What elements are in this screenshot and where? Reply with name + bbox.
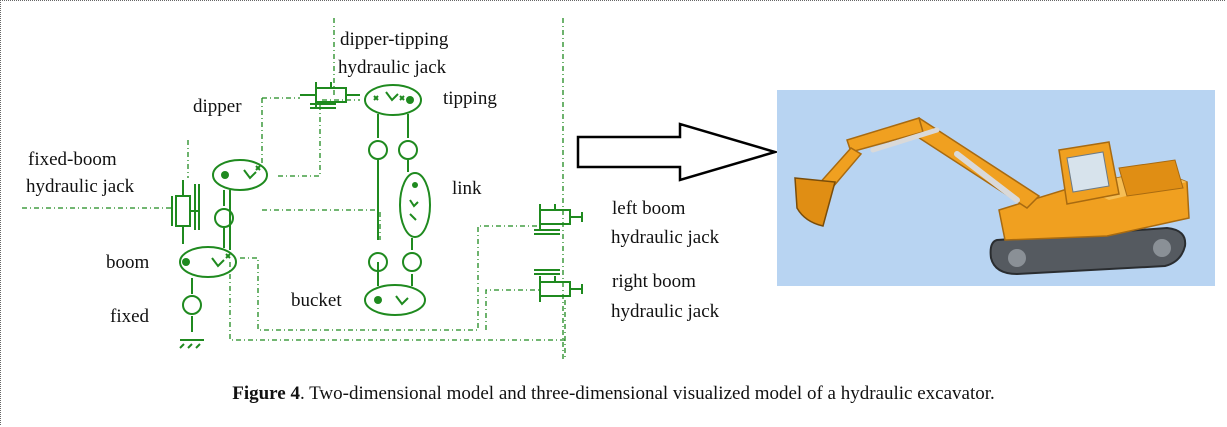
joint-circle: [182, 295, 202, 315]
excavator-track: [989, 226, 1187, 276]
tipping-body: [364, 84, 422, 116]
excavator-3d-render: [777, 90, 1215, 286]
excavator-bucket: [794, 177, 836, 227]
schematic-diagram: [22, 18, 780, 360]
link-boom-right: [240, 225, 540, 331]
pin-dot: [412, 182, 418, 188]
dipper-tipping-jack: [300, 82, 360, 109]
label-dipper-tipping-1: dipper-tipping: [340, 29, 449, 50]
left-boom-jack: [534, 204, 583, 235]
bucket-body: [364, 284, 426, 316]
pin-dot: [374, 296, 382, 304]
label-left-boom-2: hydraulic jack: [611, 227, 720, 248]
label-dipper: dipper: [193, 96, 242, 117]
pin-dot: [182, 258, 190, 266]
joint-circle: [398, 140, 418, 160]
label-right-boom-2: hydraulic jack: [611, 301, 720, 322]
link-body: [399, 172, 431, 238]
pin-dot: [221, 171, 229, 179]
joint-circle: [402, 252, 422, 272]
label-link: link: [452, 178, 482, 199]
link-right-boom: [485, 289, 540, 330]
pin-dot: [406, 96, 414, 104]
joint-circle: [368, 140, 388, 160]
right-boom-jack: [534, 269, 583, 302]
label-right-boom-1: right boom: [612, 271, 696, 292]
label-tipping: tipping: [443, 88, 497, 109]
label-fixed-boom-2: hydraulic jack: [26, 176, 135, 197]
boom-body: [179, 246, 237, 278]
joint-circle: [368, 252, 388, 272]
figure-caption: Figure 4. Two-dimensional model and thre…: [0, 383, 1227, 405]
label-dipper-tipping-2: hydraulic jack: [338, 57, 447, 78]
link-boom-bottom: [229, 262, 566, 341]
label-boom: boom: [106, 252, 150, 273]
label-bucket: bucket: [291, 290, 342, 311]
label-fixed: fixed: [110, 306, 150, 327]
label-fixed-boom-1: fixed-boom: [28, 149, 117, 170]
fixed-boom-jack: [171, 180, 200, 244]
dipper-body: [212, 159, 268, 191]
link-dipper-top: [261, 97, 300, 168]
figure-label: Figure 4: [232, 383, 300, 404]
joint-circle: [214, 208, 234, 228]
label-left-boom-1: left boom: [612, 198, 686, 219]
transition-arrow: [576, 122, 780, 182]
link-dipper-right: [278, 99, 360, 177]
caption-text: . Two-dimensional model and three-dimens…: [299, 383, 995, 404]
link-dipper-h: [262, 209, 381, 240]
ground-support: [179, 339, 204, 349]
